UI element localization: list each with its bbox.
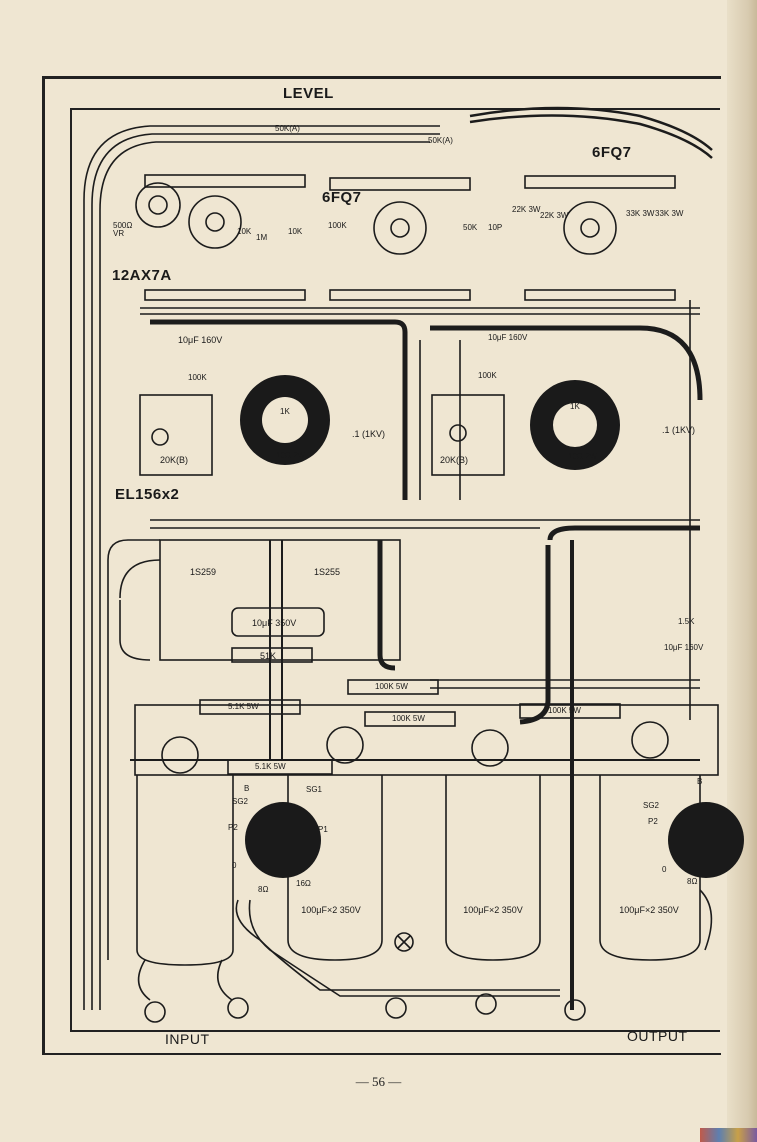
pin-16ohm-left: 16Ω (296, 879, 311, 888)
book-spine (727, 0, 757, 1142)
tube-6fq7-left-label: 6FQ7 (322, 189, 362, 206)
input-label: INPUT (165, 1031, 210, 1047)
r-10k-b-label: 10K (288, 227, 303, 236)
r-100k-b-label: 100K (188, 373, 207, 382)
c-10uf-350v-label: 10μF 350V (252, 618, 297, 628)
r-10ohm-right-label: 10Ω 2W (568, 452, 598, 461)
pot-50k-a-right: 50K(A) (428, 136, 453, 145)
pin-0-right: 0 (662, 865, 667, 874)
pin-8ohm-right: 8Ω (687, 877, 698, 886)
c-01-1kv-right: .1 (1KV) (662, 425, 696, 435)
r-100k-5w-1-label: 100K 5W (375, 682, 408, 691)
pot-50k-a-left: 50K(A) (275, 124, 300, 133)
pin-sg1-left: SG1 (306, 785, 323, 794)
page-number: — 56 — (355, 1074, 402, 1089)
r-10ohm-left-label: 10Ω 2W (276, 451, 306, 460)
c-10uf-160v-r-label: 10μF 160V (664, 643, 704, 652)
c-10uf-160v-right: 10μF 160V (488, 333, 528, 342)
r-5k1-5w-1-label: 5.1K 5W (228, 702, 259, 711)
can-1-label: 100μF×2 350V (301, 905, 361, 915)
r-100k-c-label: 100K (478, 371, 497, 380)
c-10uf-160v-left: 10μF 160V (178, 335, 223, 345)
pin-b-right: B (697, 777, 703, 786)
output-label: OUTPUT (627, 1028, 688, 1044)
pin-p2-right: P2 (648, 817, 658, 826)
r-1k-right-label: 1K (570, 402, 580, 411)
r-1m-label: 1M (256, 233, 268, 242)
r-33k-1-label: 33K 3W (626, 209, 655, 218)
pin-0-left: 0 (232, 861, 237, 870)
r-1k5-label: 1.5K (678, 617, 695, 626)
vr-500-label: 500Ω VR (113, 221, 133, 238)
r-10k-a-label: 10K (237, 227, 252, 236)
pin-p1-left: P1 (318, 825, 328, 834)
tube-el156-label: EL156x2 (115, 486, 180, 503)
chassis-outer-frame (42, 76, 721, 1055)
can-2-label: 100μF×2 350V (463, 905, 523, 915)
r-10p-label: 10P (488, 223, 503, 232)
pot-20k-b-left: 20K(B) (160, 455, 189, 465)
r-22k-1-label: 22K 3W (512, 205, 541, 214)
c-01-1kv-left: .1 (1KV) (352, 429, 386, 439)
pot-20k-b-right: 20K(B) (440, 455, 469, 465)
pin-b-left: B (244, 784, 250, 793)
diode-1s259-label: 1S259 (190, 567, 217, 577)
r-51k-label: 51K (260, 651, 277, 661)
pin-sg2-right: SG2 (643, 801, 660, 810)
r-100k-5w-2-label: 100K 5W (392, 714, 425, 723)
r-50k-label: 50K (463, 223, 478, 232)
r-1k-left-label: 1K (280, 407, 290, 416)
pin-p2-left: P2 (228, 823, 238, 832)
pin-sg2-left: SG2 (232, 797, 249, 806)
level-label: LEVEL (283, 85, 334, 102)
r-33k-2-label: 33K 3W (655, 209, 684, 218)
r-100k-a-label: 100K (328, 221, 347, 230)
page-edge-color (700, 1128, 757, 1142)
r-5k1-5w-2-label: 5.1K 5W (255, 762, 286, 771)
chassis-inner-frame (70, 108, 720, 1032)
can-3-label: 100μF×2 350V (619, 905, 679, 915)
r-100k-5w-3-label: 100K 5W (548, 706, 581, 715)
r-22k-2-label: 22K 3W (540, 211, 569, 220)
diode-1s255-label: 1S255 (314, 567, 341, 577)
pin-8ohm-left: 8Ω (258, 885, 269, 894)
tube-6fq7-right-label: 6FQ7 (592, 144, 632, 161)
tube-12ax7a-label: 12AX7A (112, 267, 172, 284)
